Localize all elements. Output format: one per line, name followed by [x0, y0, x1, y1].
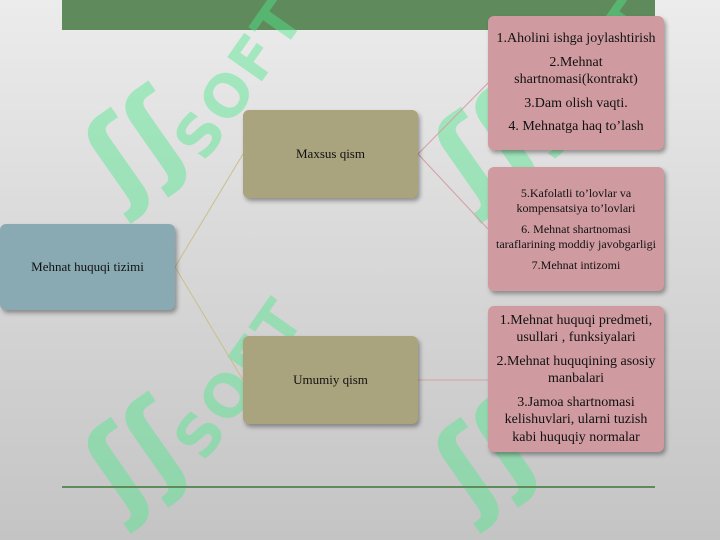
root-node: Mehnat huquqi tizimi [0, 224, 175, 310]
root-node-label: Mehnat huquqi tizimi [31, 259, 144, 274]
leaf-item: 2.Mehnat shartnomasi(kontrakt) [514, 54, 638, 88]
leaf-item: 6. Mehnat shartnomasi taraflarining modd… [496, 221, 656, 251]
leaf-item: 5.Kafolatli to’lovlar va kompensatsiya t… [516, 185, 636, 215]
leaf-item: 3.Dam olish vaqti. [524, 95, 628, 111]
branch-node-label: Maxsus qism [296, 146, 365, 161]
leaf-node-umumiy-1: 1.Mehnat huquqi predmeti, usullari , fun… [488, 306, 664, 452]
connector-maxsus-leaf1 [417, 82, 489, 155]
leaf-item: 7.Mehnat intizomi [531, 257, 621, 272]
leaf-node-maxsus-1: 1.Aholini ishga joylashtirish 2.Mehnat s… [488, 16, 664, 150]
connector-root-maxsus [174, 153, 244, 268]
leaf-node-maxsus-2: 5.Kafolatli to’lovlar va kompensatsiya t… [488, 167, 664, 291]
leaf-item: 1.Aholini ishga joylashtirish [496, 31, 656, 47]
connector-maxsus-leaf2 [417, 153, 489, 230]
leaf-item: 1.Mehnat huquqi predmeti, usullari , fun… [499, 312, 653, 346]
connector-root-umumiy [174, 266, 244, 381]
leaf-item: 4. Mehnatga haq to’lash [508, 119, 644, 135]
branch-node-label: Umumiy qism [293, 372, 368, 387]
leaf-item: 3.Jamoa shartnomasi kelishuvlari, ularni… [504, 394, 648, 445]
leaf-item: 2.Mehnat huquqining asosiy manbalari [496, 353, 656, 387]
branch-node-maxsus: Maxsus qism [243, 110, 418, 198]
branch-node-umumiy: Umumiy qism [243, 336, 418, 424]
footer-divider [62, 486, 655, 488]
